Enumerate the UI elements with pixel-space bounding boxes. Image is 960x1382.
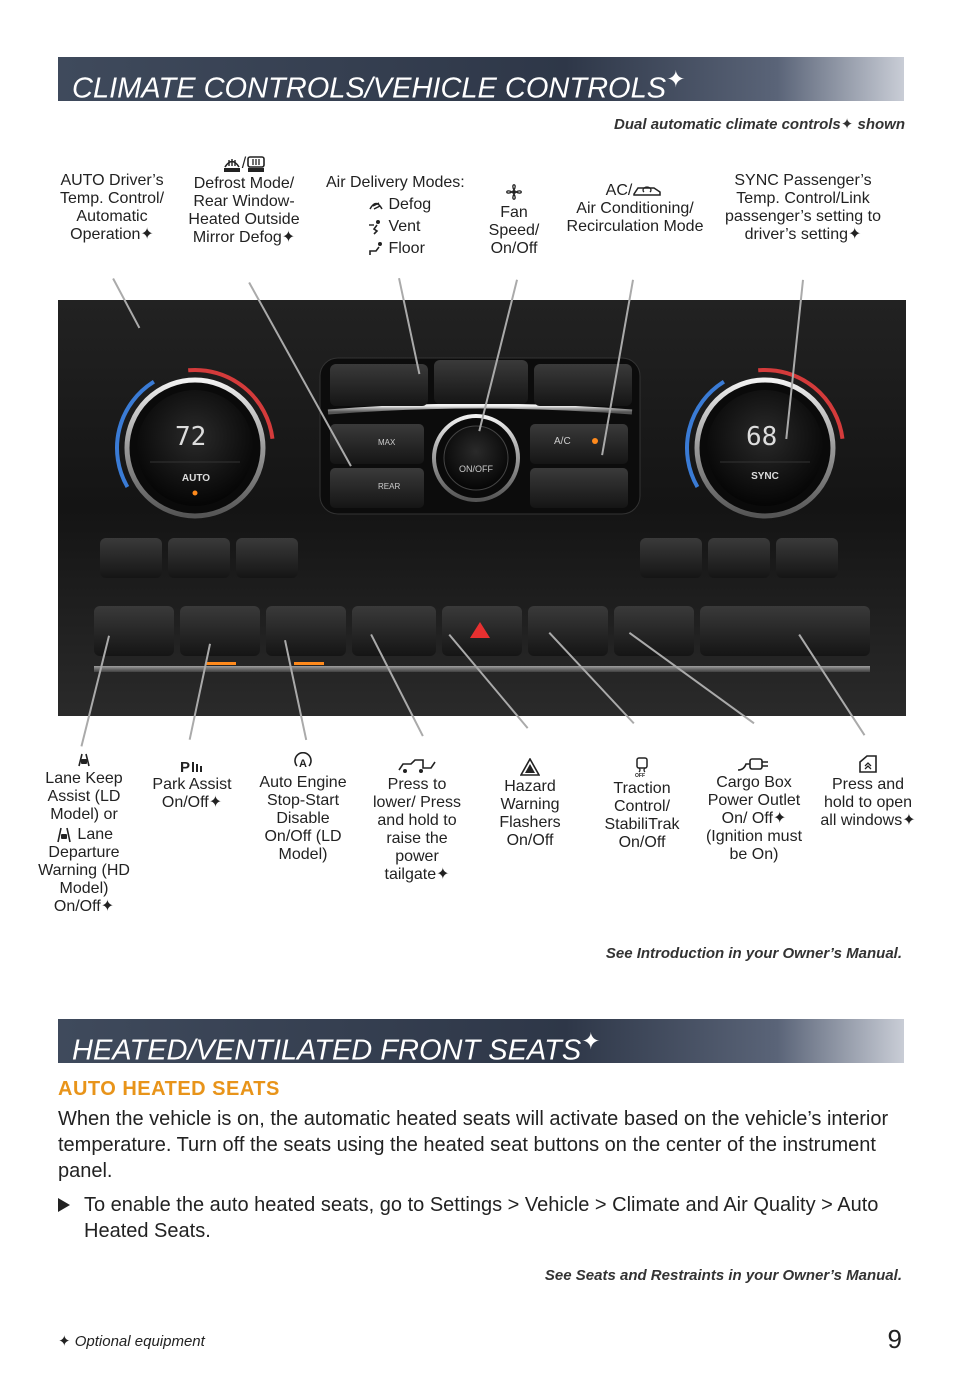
label-auto-driver-temp: AUTO Driver’s Temp. Control/ Automatic O… — [59, 172, 165, 243]
ac-button[interactable]: A/C — [554, 436, 571, 447]
tailgate-text: Press to lower/ Press and hold to raise … — [372, 776, 462, 883]
optional-star-icon: ✦ — [666, 66, 686, 92]
auto-heated-seats-paragraph: When the vehicle is on, the automatic he… — [58, 1108, 889, 1182]
hazard-icon — [520, 758, 540, 776]
traction-text: Traction Control/ StabiliTrak On/Off — [604, 780, 680, 851]
fan-text: Fan Speed/ On/Off — [488, 204, 540, 257]
lane-departure-text: Lane Departure Warning (HD Model) On/Off… — [38, 826, 130, 916]
banner-title: CLIMATE CONTROLS/VEHICLE CONTROLS — [72, 72, 667, 105]
label-lane-keep: Lane Keep Assist (LD Model) or Lane Depa… — [38, 752, 130, 916]
label-windows: Press and hold to open all windows✦ — [820, 754, 916, 830]
air-delivery-title: Air Delivery Modes: — [326, 174, 465, 191]
label-traction: OFF Traction Control/ StabiliTrak On/Off — [592, 756, 692, 852]
cargo-outlet-text: Cargo Box Power Outlet On/ Off✦ (Ignitio… — [705, 774, 803, 863]
park-assist-text: Park Assist On/Off✦ — [152, 776, 232, 811]
defrost-separator: / — [241, 155, 247, 173]
auto-heated-seats-heading: AUTO HEATED SEATS — [58, 1078, 280, 1100]
sync-button[interactable]: SYNC — [751, 471, 779, 482]
bullet-arrow-icon — [58, 1198, 70, 1212]
park-assist-icon: P — [180, 759, 202, 774]
window-express-icon — [859, 755, 877, 773]
traction-off-icon: OFF — [635, 757, 648, 778]
page-number: 9 — [887, 1324, 902, 1354]
power-outlet-icon — [737, 758, 768, 771]
label-auto-stop-start: A Auto Engine Stop-Start Disable On/Off … — [252, 752, 354, 864]
label-sync: SYNC Passenger’s Temp. Control/Link pass… — [725, 172, 881, 243]
lane-departure-icon — [57, 827, 71, 843]
rear-defog-icon — [247, 156, 266, 172]
auto-stop-start-text: Auto Engine Stop-Start Disable On/Off (L… — [259, 774, 347, 863]
max-defrost-icon — [223, 159, 240, 172]
photo-caption: Dual automatic climate controls✦ shown — [614, 116, 905, 133]
right-temp-display: 68 — [746, 422, 778, 452]
ac-prefix: AC/ — [605, 182, 633, 199]
svg-text:OFF: OFF — [635, 773, 645, 778]
reference-intro: See Introduction in your Owner’s Manual. — [605, 945, 902, 962]
windows-text: Press and hold to open all windows✦ — [820, 776, 916, 829]
settings-bullet-text: To enable the auto heated seats, go to S… — [84, 1194, 879, 1242]
floor-mode-icon — [369, 241, 382, 255]
section-banner-seats: HEATED/VENTILATED FRONT SEATS✦ — [58, 1019, 904, 1067]
max-defrost-button[interactable]: MAX — [378, 438, 396, 447]
recirculation-icon — [633, 186, 662, 196]
defog-mode-icon — [369, 202, 383, 210]
auto-button[interactable]: AUTO — [181, 473, 211, 484]
tailgate-icon — [398, 759, 436, 773]
control-panel-illustration — [58, 300, 906, 716]
label-air-delivery: Air Delivery Modes: Defog Vent Floor — [320, 174, 480, 258]
reference-seats: See Seats and Restraints in your Owner’s… — [544, 1267, 902, 1284]
label-hazard: Hazard Warning Flashers On/Off — [484, 758, 576, 850]
banner-title: HEATED/VENTILATED FRONT SEATS — [72, 1034, 582, 1067]
lane-keep-text: Lane Keep Assist (LD Model) or — [45, 770, 123, 823]
air-defog-label: Defog — [388, 196, 432, 213]
lane-keep-icon — [78, 753, 90, 767]
fan-onoff-button[interactable]: ON/OFF — [459, 464, 493, 474]
label-cargo-outlet: Cargo Box Power Outlet On/ Off✦ (Ignitio… — [700, 754, 808, 864]
svg-text:A: A — [299, 758, 307, 770]
auto-stop-start-icon: A — [294, 752, 312, 770]
defrost-text: Defrost Mode/ Rear Window- Heated Outsid… — [188, 175, 300, 246]
label-park-assist: P Park Assist On/Off✦ — [152, 758, 232, 812]
air-floor-label: Floor — [388, 240, 425, 257]
optional-star-icon: ✦ — [581, 1028, 601, 1054]
settings-bullet: To enable the auto heated seats, go to S… — [58, 1192, 898, 1244]
label-tailgate: Press to lower/ Press and hold to raise … — [372, 756, 462, 884]
section-banner-climate: CLIMATE CONTROLS/VEHICLE CONTROLS✦ — [58, 57, 904, 105]
fan-icon — [506, 184, 522, 200]
label-fan: Fan Speed/ On/Off — [478, 182, 550, 258]
svg-text:P: P — [180, 759, 190, 774]
vent-mode-icon — [369, 219, 380, 235]
hazard-text: Hazard Warning Flashers On/Off — [499, 778, 561, 849]
rear-defog-button[interactable]: REAR — [378, 482, 401, 491]
label-ac: AC/ Air Conditioning/ Recirculation Mode — [565, 182, 705, 236]
label-defrost: / Defrost Mode/ Rear Window- Heated Outs… — [180, 155, 308, 247]
control-panel-photo: 72 AUTO 68 SYNC ON/OFF MAX REAR A/C — [58, 300, 906, 716]
left-temp-display: 72 — [175, 422, 207, 452]
air-vent-label: Vent — [388, 218, 421, 235]
optional-equipment-footnote: ✦ Optional equipment — [58, 1333, 205, 1350]
ac-text: Air Conditioning/ Recirculation Mode — [566, 200, 704, 235]
